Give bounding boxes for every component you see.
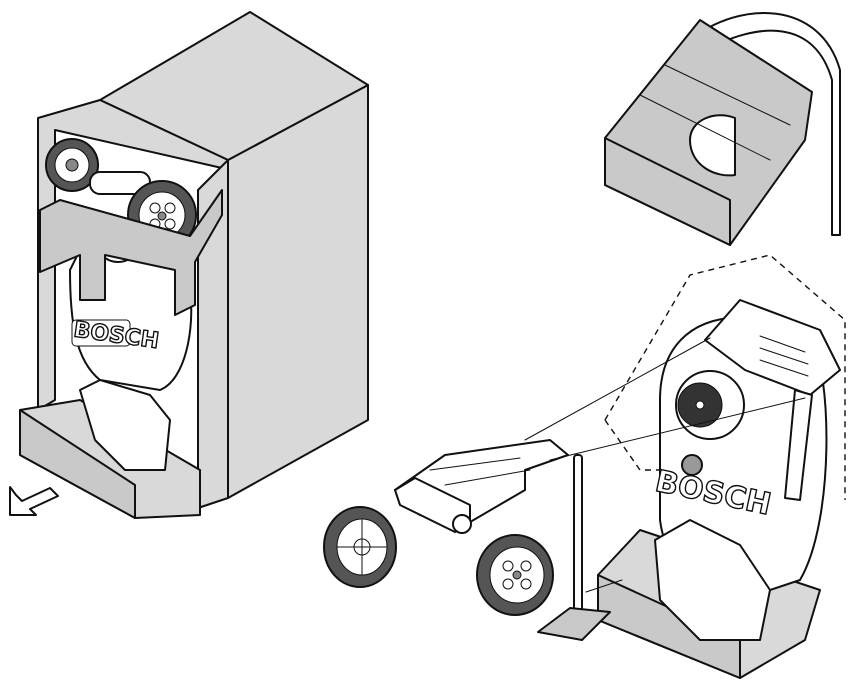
grass-box-roller <box>453 515 471 533</box>
support-rod-plate <box>538 608 610 640</box>
packing-cover-with-handle <box>605 13 840 245</box>
unpack-arrow-icon <box>10 487 58 515</box>
packed-carton: BOSCH <box>10 12 368 518</box>
assembled-mower: BOSCH <box>598 255 845 678</box>
support-rod <box>538 455 622 640</box>
loose-wheel-right <box>477 535 553 615</box>
mower-fan-vent <box>676 371 744 439</box>
loose-wheel-left <box>324 507 396 587</box>
support-rod-shaft <box>574 455 582 615</box>
